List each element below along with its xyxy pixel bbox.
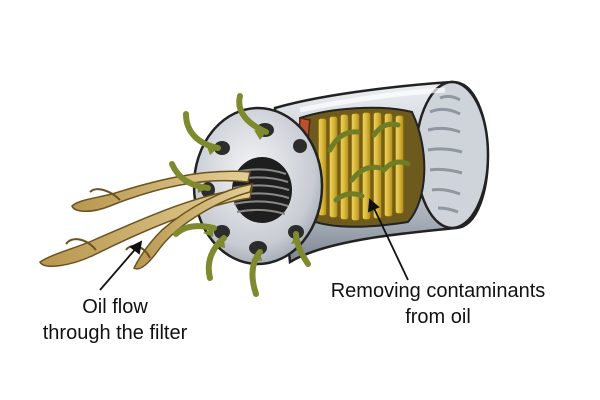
arrow-heads xyxy=(197,130,301,261)
removing-label-line2: from oil xyxy=(405,306,471,328)
removing-contaminants-label: Removing contaminants from oil xyxy=(308,278,568,330)
oil-flow-label-line1: Oil flow xyxy=(82,296,148,318)
leader-lines xyxy=(99,198,409,291)
removing-label-line1: Removing contaminants xyxy=(330,280,546,302)
oil-flow-label-line2: through the filter xyxy=(42,322,188,344)
oil-stream xyxy=(39,170,254,270)
oil-flow-label: Oil flow through the filter xyxy=(20,294,210,346)
